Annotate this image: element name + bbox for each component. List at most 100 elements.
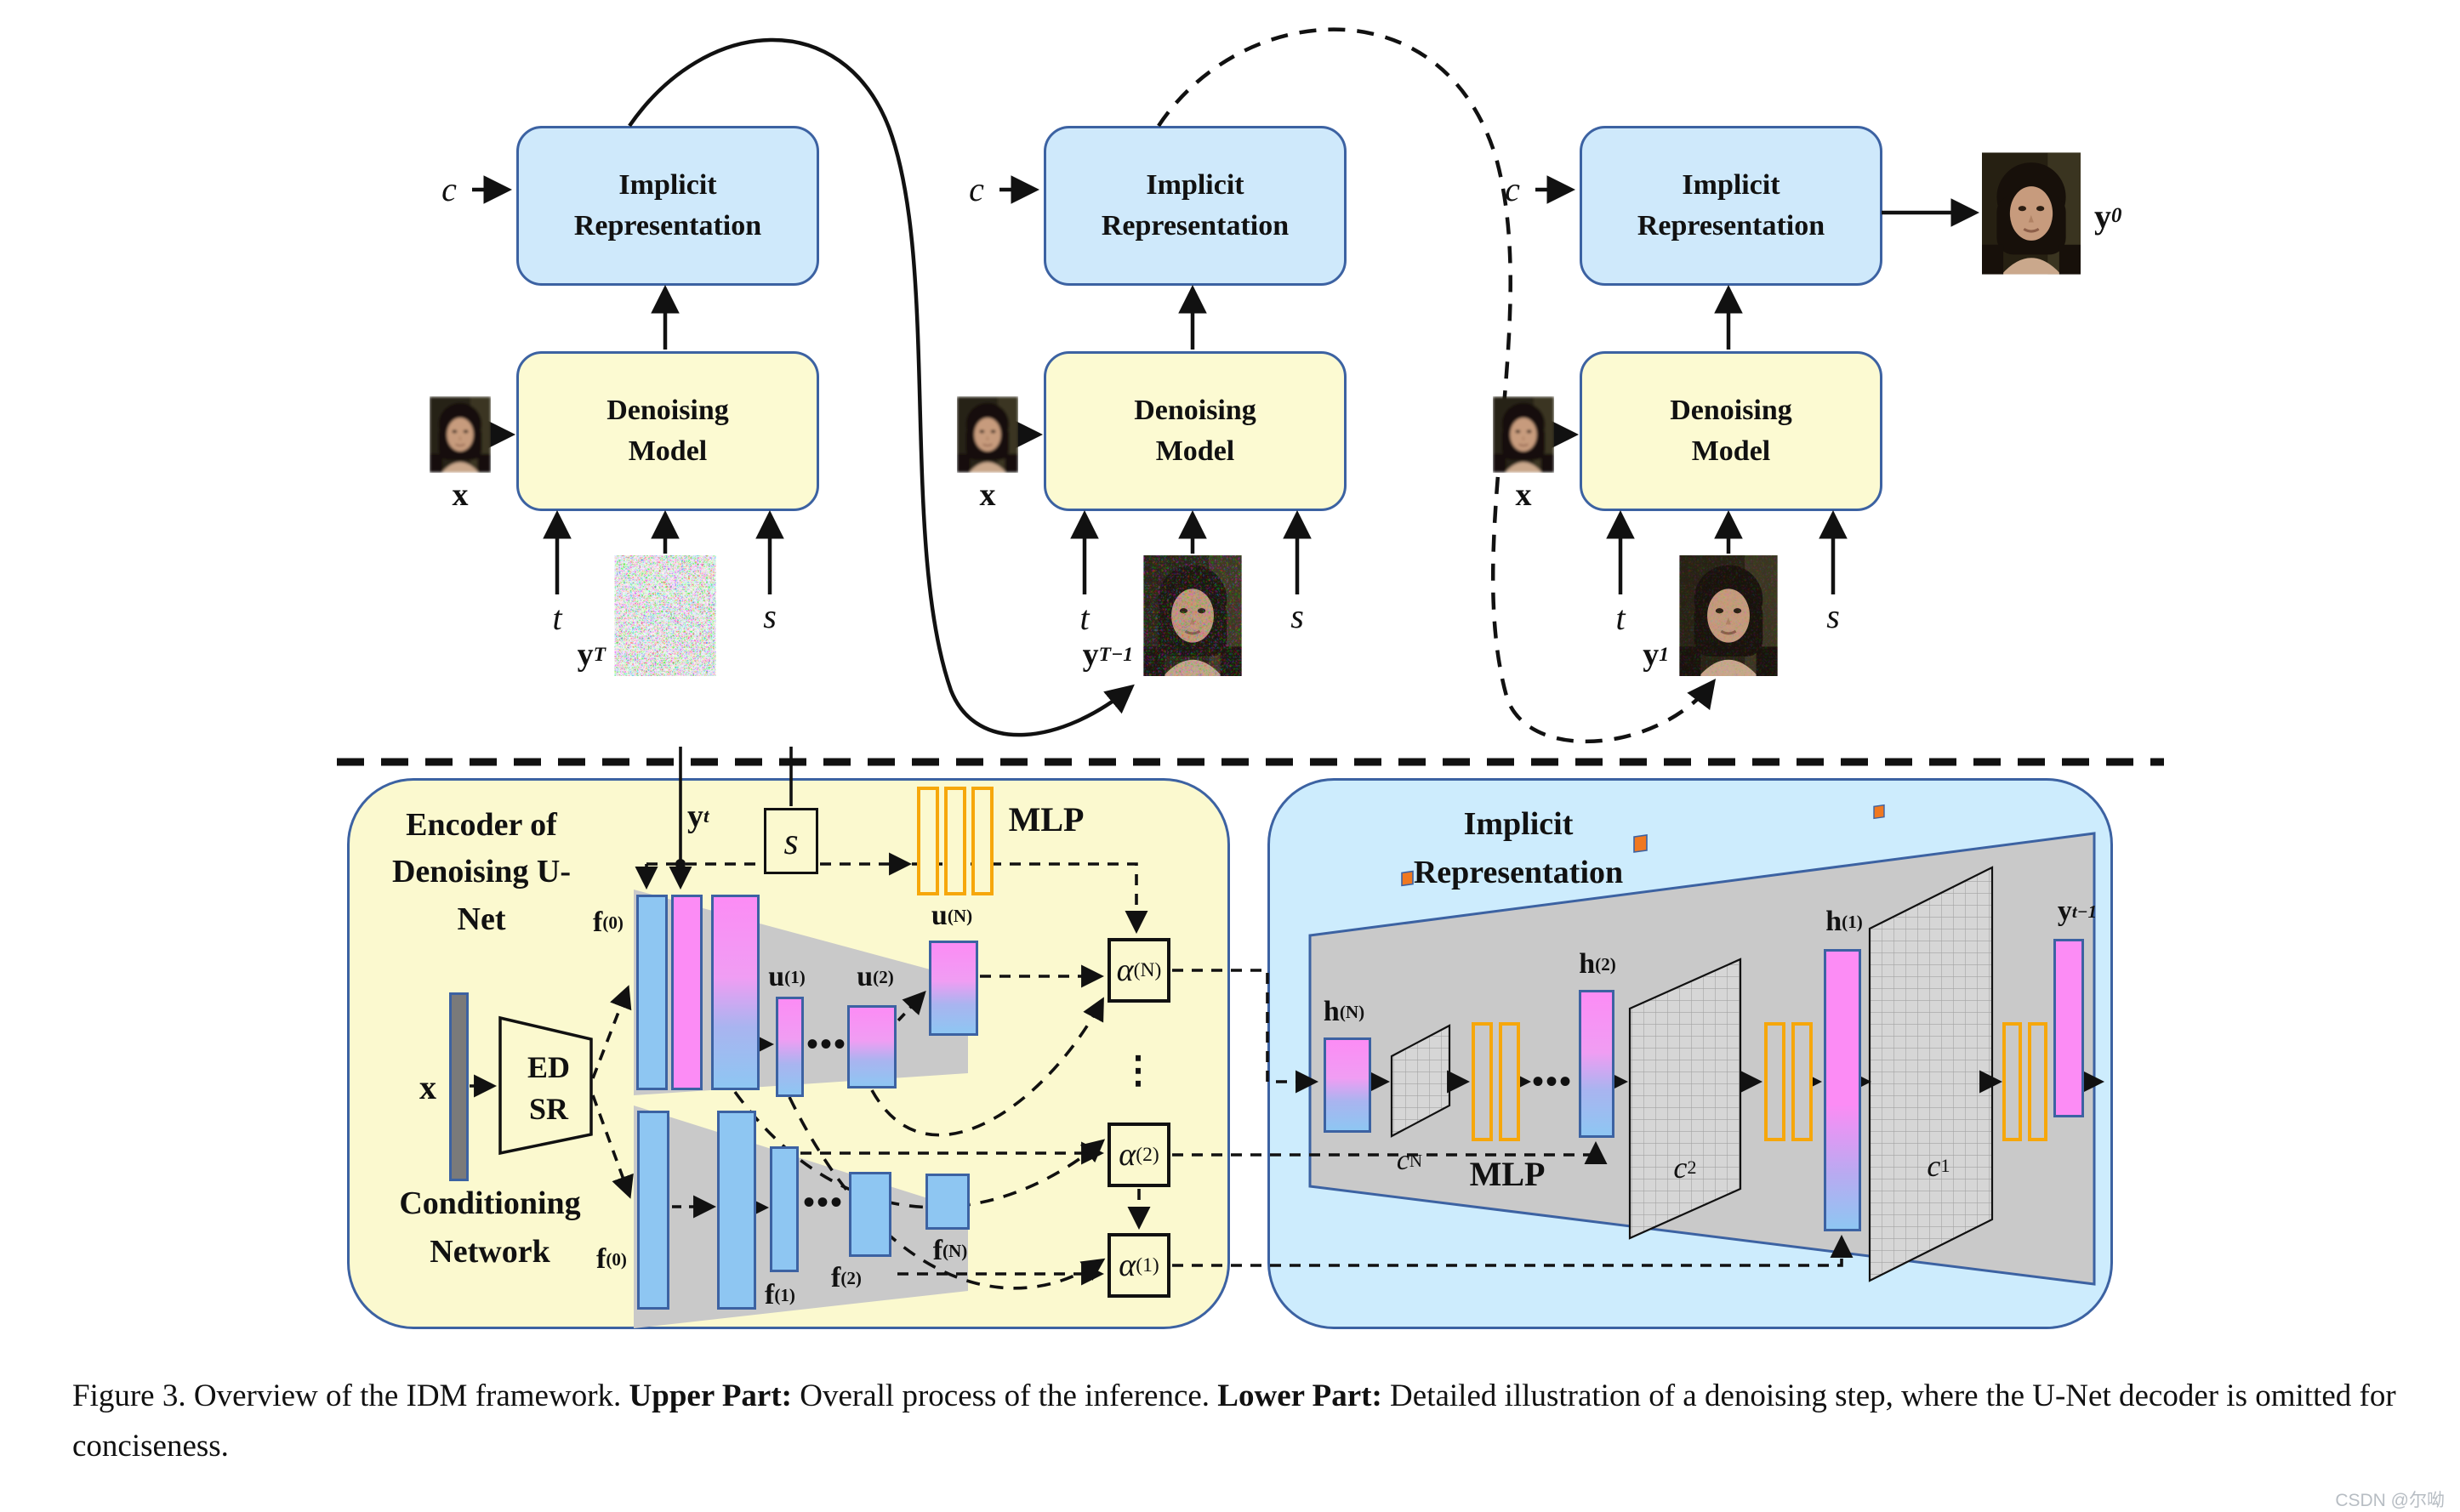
edsr-label: ED SR	[527, 1050, 570, 1126]
implicit-representation-box-3: Implicit Representation	[1580, 126, 1882, 286]
y1-image	[1677, 555, 1780, 676]
h1-feature-bar	[1824, 949, 1861, 1231]
alphaN-box: α(N)	[1108, 938, 1170, 1003]
alpha1-box: α(1)	[1108, 1233, 1170, 1298]
fN-feature-bar	[925, 1174, 970, 1230]
u1-label: u(1)	[768, 961, 806, 992]
f1-feature-bar	[770, 1146, 799, 1272]
csdn-watermark: CSDN @尔呦	[2335, 1491, 2445, 1510]
denoising-model-box-2: Denoising Model	[1044, 351, 1347, 511]
mlp-bar-icon	[2002, 1022, 2022, 1141]
caption-upper-part-bold: Upper Part:	[629, 1378, 792, 1413]
u2-to-uN-dashed	[897, 991, 926, 1022]
implicit-representation-label-3: Implicit Representation	[1637, 169, 1825, 242]
mlp-label-encoder: MLP	[1008, 799, 1085, 838]
hN-label: h(N)	[1323, 996, 1365, 1027]
u0-feature-bar-gradient	[711, 895, 760, 1090]
cN-grid	[1390, 870, 1451, 1138]
edsr-to-u-branch	[591, 985, 632, 1079]
encoder-title: Encoder of Denoising U-Net	[391, 807, 572, 937]
s-label-1: s	[763, 596, 777, 635]
mlp-bar-icon	[2028, 1022, 2047, 1141]
f0-top-label: f(0)	[593, 907, 624, 938]
feedback-curve-solid	[628, 37, 1135, 737]
implicit-representation-label-1: Implicit Representation	[573, 169, 762, 242]
yt-junction-dot	[675, 859, 686, 869]
f0-cond-bar-2	[717, 1111, 756, 1310]
alpha1-to-h1-dashed	[1172, 1234, 1854, 1267]
u1-feature-bar	[776, 997, 804, 1097]
u2-label: u(2)	[857, 961, 894, 992]
implicit-representation-label-2: Implicit Representation	[1101, 169, 1290, 242]
s-label-2: s	[1290, 596, 1304, 635]
denoising-model-label-3: Denoising Model	[1670, 395, 1792, 467]
fN-label: f(N)	[932, 1235, 968, 1266]
f0-feature-bar-pink	[671, 895, 703, 1090]
yT-noise-image	[614, 555, 716, 676]
mlp-bar-icon	[917, 787, 939, 895]
f2-label: f(2)	[831, 1262, 862, 1293]
mlp-bar-icon	[944, 787, 966, 895]
feedback-curve-dashed	[1157, 27, 1717, 744]
x-image-label-3: x	[1515, 477, 1532, 513]
yT1-noisy-image	[1142, 555, 1244, 676]
x-input-image-2	[957, 396, 1018, 473]
hN-feature-bar	[1324, 1037, 1371, 1133]
uN-feature-bar	[929, 941, 978, 1036]
c-label-1: c	[441, 169, 457, 208]
implicit-representation-box-1: Implicit Representation	[516, 126, 819, 286]
u-dots-ellipsis: •••	[806, 1024, 848, 1063]
uN-label: u(N)	[931, 900, 973, 931]
h2-feature-bar	[1579, 990, 1614, 1138]
u2-feature-bar	[847, 1005, 897, 1089]
h2-label: h(2)	[1579, 948, 1616, 980]
c1-grid	[1868, 804, 1994, 1282]
edsr-to-f-branch	[591, 1094, 634, 1199]
upper-solid-arrows	[472, 37, 1980, 737]
yt1-output-bar	[2053, 939, 2084, 1117]
denoising-model-label-2: Denoising Model	[1134, 395, 1256, 467]
x-image-label-2: x	[979, 477, 996, 513]
x-input-image-3	[1493, 396, 1554, 473]
caption-upper-text: Overall process of the inference.	[792, 1378, 1218, 1413]
f-dots-ellipsis: •••	[803, 1182, 845, 1221]
caption-figure-number: Figure 3.	[72, 1378, 186, 1413]
caption-lower-text: Detailed illustration of a denoising ste…	[72, 1378, 2396, 1464]
mlp-bar-icon	[1472, 1022, 1493, 1141]
x-image-label-1: x	[452, 477, 469, 513]
caption-lower-part-bold: Lower Part:	[1217, 1378, 1382, 1413]
c-label-2: c	[969, 169, 984, 208]
implicit-container-title: Implicit Representation	[1413, 806, 1624, 890]
t-label-3: t	[1615, 598, 1626, 637]
denoising-model-box-1: Denoising Model	[516, 351, 819, 511]
mlp-bar-icon	[971, 787, 994, 895]
s-box: s	[764, 808, 818, 874]
s-label-3: s	[1826, 596, 1840, 635]
mlp-bar-icon	[1791, 1022, 1813, 1141]
c-label-3: c	[1505, 169, 1520, 208]
mlp-bar-icon	[1499, 1022, 1520, 1141]
f1-label: f(1)	[765, 1279, 795, 1310]
c1-query-pixel-icon	[1873, 804, 1885, 820]
f0-cond-bar-1	[637, 1111, 669, 1310]
conditioning-network-title: Conditioning Network	[399, 1185, 581, 1270]
alpha-vertical-dots: ⋮	[1119, 1049, 1159, 1091]
skip-curve-to-alpha1	[788, 1096, 1106, 1290]
denoising-model-box-3: Denoising Model	[1580, 351, 1882, 511]
mlp-label-implicit: MLP	[1469, 1154, 1546, 1193]
f0-feature-bar-blue	[636, 895, 668, 1090]
denoising-model-label-1: Denoising Model	[606, 395, 729, 467]
x-input-image-1	[430, 396, 491, 473]
t-label-2: t	[1079, 598, 1090, 637]
implicit-representation-box-2: Implicit Representation	[1044, 126, 1347, 286]
t-label-1: t	[552, 598, 562, 637]
y0-output-image	[1982, 151, 2081, 276]
